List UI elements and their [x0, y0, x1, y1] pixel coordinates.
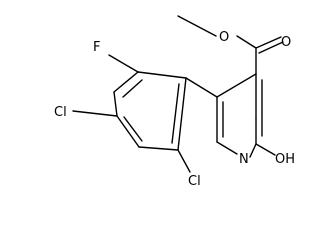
pyridine-ring: [216, 73, 276, 158]
aryl-link: [185, 77, 218, 98]
chlorine-ortho-label: Cl: [188, 174, 201, 189]
bond-b6-b1-inner: [171, 83, 180, 144]
bond-b4-cl: [72, 110, 118, 117]
bond-c4-c3: [216, 73, 257, 98]
bond-methyl-o: [177, 15, 217, 37]
bond-b6-cl: [177, 149, 191, 173]
hydroxyl-label: OH: [275, 152, 295, 167]
bond-c6-oh: [255, 143, 276, 156]
bond-ring-to-aryl: [185, 77, 218, 98]
bond-c2-n: [216, 141, 238, 155]
ester-ether-oxygen-label: O: [219, 30, 229, 45]
bond-b2-b3-inner: [122, 79, 143, 98]
bond-b3-b4: [113, 91, 118, 117]
bond-b1-b2: [137, 71, 187, 79]
bond-b6-b1: [177, 77, 187, 151]
bond-b4-b5: [116, 115, 140, 148]
bond-carbonyl-c-o-double-a: [255, 36, 282, 49]
bond-carbonyl-c-o-double-b: [258, 41, 284, 54]
bond-b2-b3: [113, 71, 139, 93]
bond-o-carbonyl-c: [236, 35, 257, 49]
chlorine-para-label: Cl: [54, 105, 67, 120]
ester-group: [177, 15, 284, 75]
bond-b5-b6: [138, 146, 179, 151]
benzene-ring: [72, 54, 191, 173]
bond-b4-b5-inner: [123, 116, 143, 142]
chemical-structure: F Cl Cl N OH O O: [54, 15, 295, 189]
bond-b2-f: [108, 54, 139, 73]
fluorine-label: F: [93, 40, 100, 55]
bond-n-c6: [249, 143, 257, 158]
ester-carbonyl-oxygen-label: O: [281, 35, 291, 50]
nitrogen-label: N: [239, 152, 249, 167]
